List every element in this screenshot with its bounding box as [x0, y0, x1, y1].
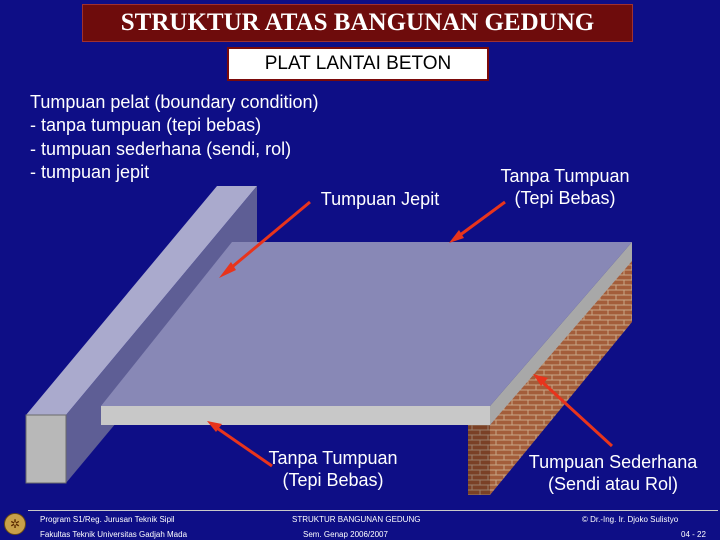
arrow-bebas-bottom-head [207, 421, 222, 432]
slide-title: STRUKTUR ATAS BANGUNAN GEDUNG [82, 4, 633, 42]
footer-course: STRUKTUR BANGUNAN GEDUNG [292, 515, 421, 524]
arrow-bebas-bottom [213, 424, 273, 468]
intro-line-2: - tanpa tumpuan (tepi bebas) [30, 115, 262, 135]
label-tepi-bebas-top: Tanpa Tumpuan (Tepi Bebas) [480, 165, 650, 209]
slab-side-edge [490, 242, 632, 425]
arrow-jepit-head [219, 262, 236, 278]
label-tepi-bebas-top-line2: (Tepi Bebas) [514, 188, 616, 208]
label-tepi-bebas-bottom-line2: (Tepi Bebas) [282, 470, 384, 490]
footer-program: Program S1/Reg. Jurusan Teknik Sipil [40, 515, 175, 524]
footer-semester: Sem. Genap 2006/2007 [303, 530, 388, 539]
slab-front-edge [101, 406, 490, 425]
slide-subtitle: PLAT LANTAI BETON [227, 47, 489, 81]
arrow-jepit [225, 200, 311, 274]
intro-line-3: - tumpuan sederhana (sendi, rol) [30, 139, 292, 159]
label-tumpuan-jepit: Tumpuan Jepit [320, 189, 440, 209]
wall-top [26, 186, 257, 415]
arrow-sederhana-head [533, 374, 548, 386]
footer-page: 04 - 22 [681, 530, 706, 539]
intro-line-4: - tumpuan jepit [30, 162, 150, 182]
footer-faculty: Fakultas Teknik Universitas Gadjah Mada [40, 530, 188, 539]
intro-line-1: Tumpuan pelat (boundary condition) [30, 92, 319, 112]
footer-author: © Dr.-Ing. Ir. Djoko Sulistyo [582, 515, 679, 524]
label-tepi-bebas-top-line1: Tanpa Tumpuan [500, 166, 630, 186]
label-tepi-bebas-bottom: Tanpa Tumpuan (Tepi Bebas) [248, 447, 418, 491]
brick-wall-front [468, 425, 490, 495]
arrow-sederhana [538, 378, 614, 448]
footer-divider [28, 510, 718, 511]
label-tepi-bebas-bottom-line1: Tanpa Tumpuan [268, 448, 398, 468]
slab-top [101, 242, 632, 406]
arrow-bebas-top-head [449, 230, 464, 243]
label-tumpuan-sederhana-line1: Tumpuan Sederhana [528, 452, 698, 472]
arrow-bebas-top [455, 200, 506, 240]
label-tumpuan-sederhana-line2: (Sendi atau Rol) [547, 474, 679, 494]
label-tumpuan-sederhana: Tumpuan Sederhana (Sendi atau Rol) [508, 451, 718, 495]
brick-wall-side [490, 252, 632, 495]
university-seal-icon: ✲ [4, 513, 26, 535]
wall-end [25, 414, 67, 484]
